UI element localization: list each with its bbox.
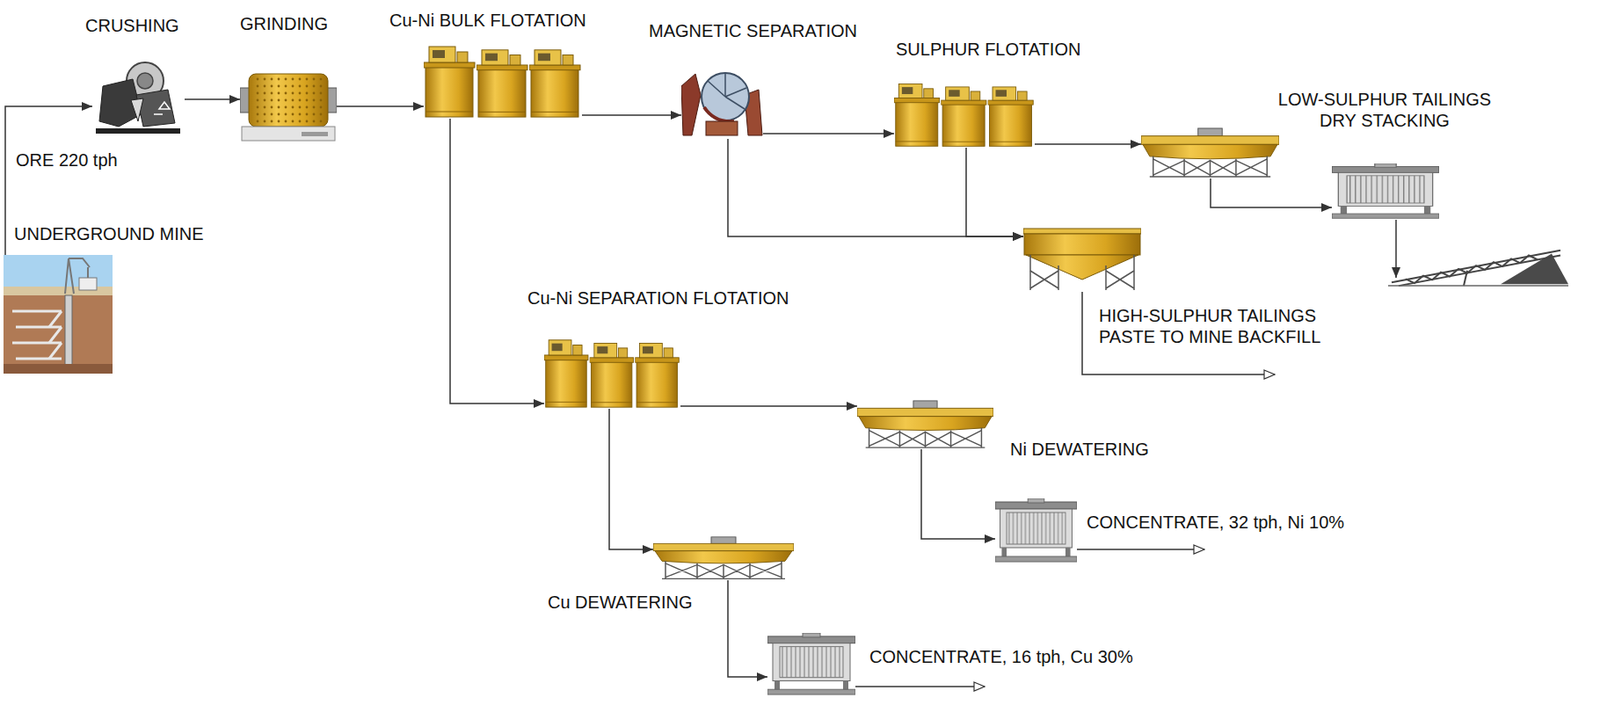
equipment-node: Cu-Ni BULK FLOTATION — [423, 43, 582, 119]
flow-line — [450, 118, 545, 404]
equipment-label: UNDERGROUND MINE — [14, 223, 204, 245]
equipment-node: CRUSHING — [92, 59, 185, 139]
flow-line — [184, 98, 240, 101]
equipment-node: Cu-Ni SEPARATION FLOTATION — [544, 336, 681, 409]
flow-line — [581, 114, 682, 117]
equipment-node: HIGH-SULPHUR TAILINGS PASTE TO MINE BACK… — [1023, 226, 1142, 292]
equipment-label: GRINDING — [240, 13, 328, 35]
equipment-label: CRUSHING — [85, 14, 180, 37]
equipment-node: Cu DEWATERING — [653, 536, 794, 581]
flow-line — [609, 408, 654, 550]
flow-line — [966, 147, 1024, 237]
equipment-label: Cu-Ni SEPARATION FLOTATION — [527, 287, 789, 309]
equipment-node: LOW-SULPHUR TAILINGS DRY STACKING — [1141, 127, 1574, 288]
equipment-node: SULPHUR FLOTATION — [894, 80, 1035, 148]
equipment-label: LOW-SULPHUR TAILINGS DRY STACKING — [1261, 88, 1508, 131]
equipment-label: Ni DEWATERING — [1010, 438, 1150, 460]
equipment-node: CONCENTRATE, 32 tph, Ni 10% — [995, 498, 1077, 564]
equipment-node: CONCENTRATE, 16 tph, Cu 30% — [767, 632, 856, 697]
flow-line — [727, 138, 1024, 237]
equipment-label: Cu-Ni BULK FLOTATION — [389, 9, 587, 31]
equipment-label: HIGH-SULPHUR TAILINGS PASTE TO MINE BACK… — [1098, 305, 1363, 348]
equipment-label: MAGNETIC SEPARATION — [648, 20, 858, 42]
equipment-node: GRINDING — [240, 68, 337, 144]
equipment-node: MAGNETIC SEPARATION — [681, 68, 764, 139]
flow-line — [763, 132, 895, 135]
equipment-node: Ni DEWATERING — [857, 400, 994, 450]
flow-line — [336, 105, 424, 108]
stream-label: ORE 220 tph — [14, 149, 120, 171]
equipment-node: UNDERGROUND MINE — [3, 254, 113, 374]
equipment-label: CONCENTRATE, 32 tph, Ni 10% — [1086, 511, 1345, 533]
flow-line — [921, 449, 996, 539]
equipment-label: SULPHUR FLOTATION — [895, 38, 1081, 60]
flow-line — [727, 580, 768, 677]
equipment-label: CONCENTRATE, 16 tph, Cu 30% — [869, 646, 1134, 668]
flow-line — [680, 405, 858, 408]
equipment-label: Cu DEWATERING — [547, 591, 692, 613]
flow-line — [1034, 143, 1142, 146]
